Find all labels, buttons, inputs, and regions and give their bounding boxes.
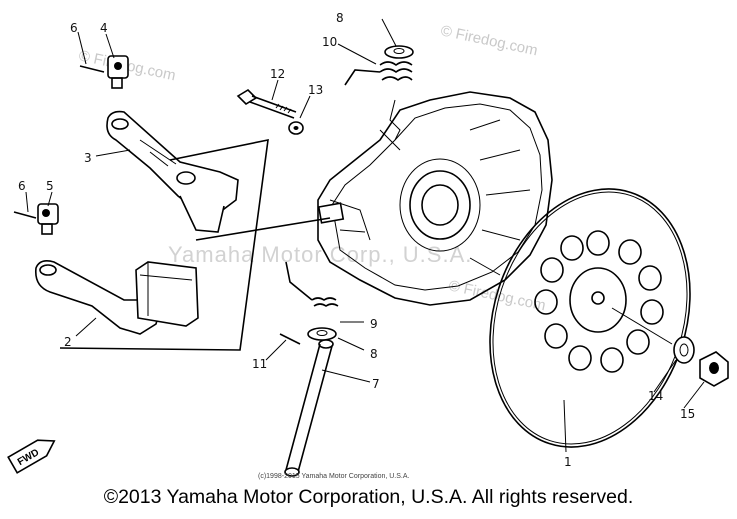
- callout-9: 9: [370, 317, 378, 331]
- callout-3: 3: [84, 151, 92, 165]
- watermark-top-right: © Firedog.com: [439, 22, 539, 59]
- callout-6-lower: 6: [18, 179, 26, 193]
- upper-lever-arm: [106, 110, 239, 233]
- callout-4: 4: [100, 21, 108, 35]
- leader-lines: [25, 18, 705, 453]
- diagram-small-copyright: (c)1998-2015 Yamaha Motor Corporation, U…: [258, 473, 410, 480]
- callout-6-top: 6: [70, 21, 78, 35]
- callout-13: 13: [308, 83, 323, 97]
- bolt-and-washer: [236, 88, 304, 135]
- callout-1: 1: [564, 455, 572, 469]
- callout-labels: 1 2 3 4 5 6 6 7 8 8 9 10 11 12 13 14 15: [18, 11, 695, 469]
- clamp-block-upper: [79, 55, 129, 89]
- spring-and-washer-top: [344, 45, 414, 86]
- callout-11: 11: [252, 357, 267, 371]
- fwd-arrow-icon: FWD: [7, 439, 56, 474]
- brake-disc: [489, 188, 691, 448]
- callout-7: 7: [372, 377, 380, 391]
- cable-line: [195, 217, 331, 241]
- spring-and-washer-lower: [285, 261, 339, 341]
- lower-lever-arm: [34, 260, 199, 335]
- clamp-block-lower: [13, 203, 59, 235]
- callout-8-top: 8: [336, 11, 344, 25]
- watermark-yamaha: Yamaha Motor Corp., U.S.A.: [168, 242, 472, 267]
- assembly-outline: [59, 138, 269, 351]
- callout-15: 15: [680, 407, 695, 421]
- callout-2: 2: [64, 335, 72, 349]
- callout-5: 5: [46, 179, 54, 193]
- callout-8-lower: 8: [370, 347, 378, 361]
- footer-copyright: ©2013 Yamaha Motor Corporation, U.S.A. A…: [103, 486, 634, 508]
- shaft: [279, 333, 334, 477]
- callout-14: 14: [648, 389, 663, 403]
- brake-housing: [317, 91, 553, 306]
- callout-10: 10: [322, 35, 337, 49]
- washer-and-nut: [673, 336, 729, 387]
- callout-12: 12: [270, 67, 285, 81]
